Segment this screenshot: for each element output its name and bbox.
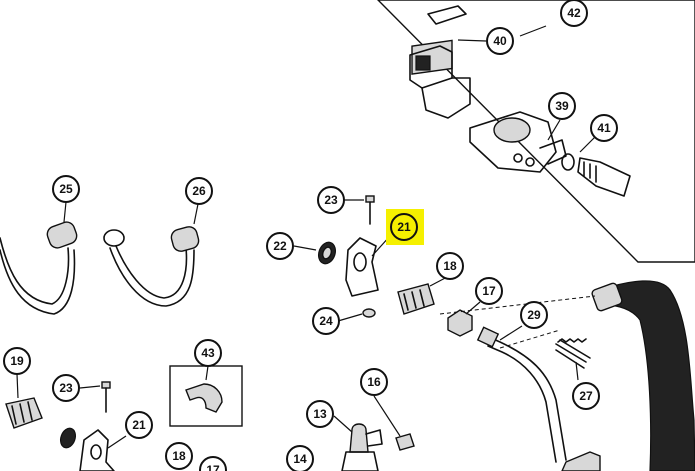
assembly-line-2: [499, 329, 561, 349]
callout-26: 26: [185, 177, 213, 205]
callout-18-lower: 18: [165, 442, 193, 470]
svg-text:18: 18: [172, 449, 186, 463]
svg-text:25: 25: [59, 182, 73, 196]
part-13-valve: [341, 423, 383, 471]
part-21-bracket-lower: [79, 429, 115, 471]
part-17-nut: [447, 309, 473, 337]
large-hose: [591, 280, 695, 471]
part-23-bolt-lower: [101, 381, 111, 413]
part-22-nut: [317, 241, 337, 265]
svg-text:24: 24: [319, 314, 333, 328]
svg-text:21: 21: [397, 220, 411, 234]
callout-16: 16: [360, 368, 388, 396]
callout-27: 27: [572, 382, 600, 410]
assembly-line: [439, 295, 596, 315]
svg-text:13: 13: [313, 407, 327, 421]
callout-43: 43: [194, 339, 222, 367]
callout-23-lower: 23: [52, 374, 80, 402]
callout-42: 42: [560, 0, 588, 27]
part-18-nipple: [397, 283, 435, 315]
svg-text:26: 26: [192, 184, 206, 198]
svg-text:19: 19: [10, 354, 24, 368]
svg-text:14: 14: [293, 452, 307, 466]
part-21-bracket-highlighted: [345, 237, 379, 297]
part-22-nut-lower: [59, 427, 77, 449]
callout-25: 25: [52, 175, 80, 203]
part-25-hose: [0, 221, 78, 315]
part-29-tube: [476, 326, 567, 463]
svg-text:22: 22: [273, 239, 287, 253]
callout-21-lower: 21: [125, 411, 153, 439]
svg-text:41: 41: [597, 121, 611, 135]
callout-14: 14: [286, 445, 314, 471]
svg-text:16: 16: [367, 375, 381, 389]
callout-19: 19: [3, 347, 31, 375]
callout-40: 40: [486, 27, 514, 55]
part-43-elbow: [185, 383, 223, 413]
callout-29: 29: [520, 301, 548, 329]
part-16-fitting: [395, 433, 415, 451]
part-26-hose: [103, 226, 200, 307]
callout-23: 23: [317, 186, 345, 214]
svg-text:29: 29: [527, 308, 541, 322]
svg-text:17: 17: [206, 463, 220, 471]
svg-text:21: 21: [132, 418, 146, 432]
svg-text:23: 23: [324, 193, 338, 207]
svg-text:18: 18: [443, 259, 457, 273]
part-24-washer: [362, 308, 376, 318]
callout-22: 22: [266, 232, 294, 260]
part-27-spring: [555, 338, 591, 369]
part-23-bolt: [365, 195, 375, 225]
svg-text:17: 17: [482, 284, 496, 298]
svg-text:42: 42: [567, 6, 581, 20]
callout-17-lower: 17: [199, 456, 227, 471]
callout-24: 24: [312, 307, 340, 335]
callout-21-highlighted: 21: [386, 209, 424, 245]
svg-text:40: 40: [493, 34, 507, 48]
part-41-fitting: [561, 153, 631, 197]
callout-13: 13: [306, 400, 334, 428]
callout-41: 41: [590, 114, 618, 142]
callout-39: 39: [548, 92, 576, 120]
inset-frame: [377, 0, 695, 263]
svg-text:23: 23: [59, 381, 73, 395]
svg-text:43: 43: [201, 346, 215, 360]
svg-text:27: 27: [579, 389, 593, 403]
lower-pipe: [561, 451, 601, 471]
callout-17: 17: [475, 277, 503, 305]
callout-18: 18: [436, 252, 464, 280]
part-40-block: [409, 5, 471, 119]
part-39-bracket-assembly: [469, 111, 567, 173]
part-19-fitting: [5, 397, 43, 429]
svg-text:39: 39: [555, 99, 569, 113]
